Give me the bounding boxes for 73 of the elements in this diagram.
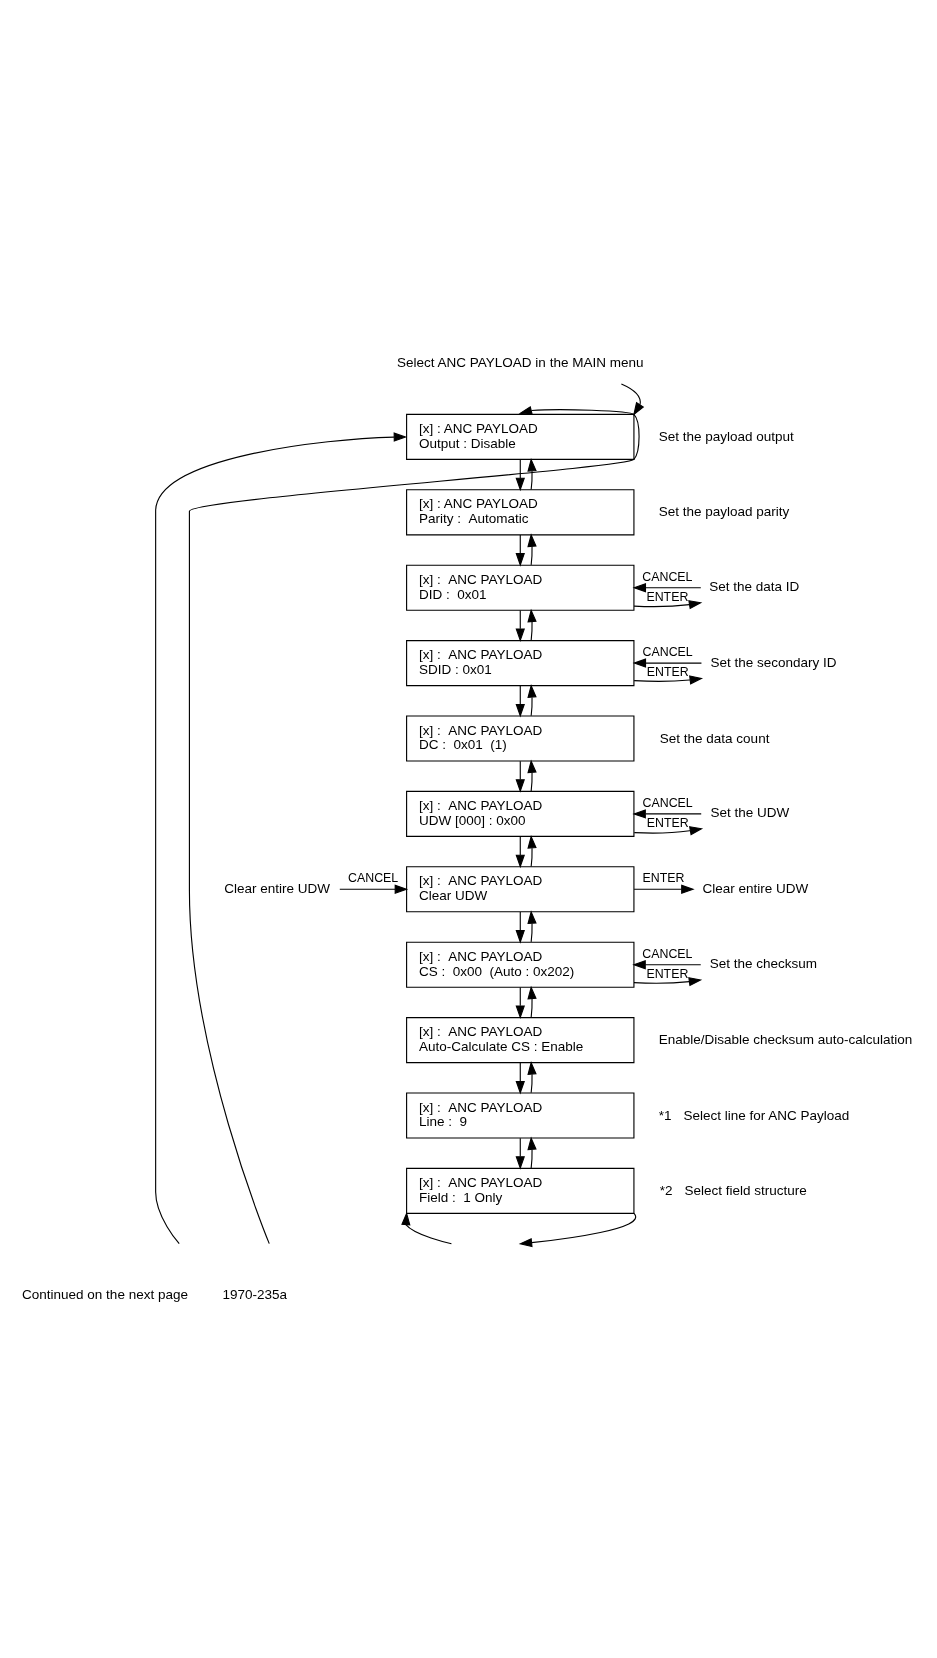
node-box: [x] : ANC PAYLOAD Auto-Calculate CS : Enable	[406, 1016, 635, 1063]
edge-label: CANCEL	[642, 569, 693, 584]
node-box: [x] : ANC PAYLOAD Line : 9	[406, 1091, 635, 1139]
node-text: Select ANC PAYLOAD in the MAIN menu	[397, 354, 644, 370]
node-label: Select line for ANC Payload	[683, 1107, 850, 1123]
node-text: Set the data ID	[709, 578, 800, 594]
arrow	[527, 457, 537, 490]
edge-label: ENTER	[646, 664, 689, 679]
arrow	[515, 1137, 525, 1170]
arrow	[633, 825, 704, 835]
arrow	[339, 884, 409, 894]
arrow	[515, 760, 525, 793]
label: 1970-235a	[222, 1286, 287, 1302]
arrow	[527, 532, 537, 565]
node-label: Set the data count	[659, 730, 770, 746]
node-text: Clear entire UDW	[224, 880, 331, 896]
edge-label: CANCEL	[642, 946, 693, 961]
arrow	[633, 599, 703, 609]
arrow	[518, 1212, 637, 1247]
arrow	[515, 986, 525, 1019]
arrow	[632, 582, 702, 592]
arrow	[515, 1061, 525, 1094]
node-label: *1	[658, 1107, 672, 1123]
edge-label: ENTER	[646, 966, 689, 981]
arrow	[620, 383, 645, 416]
edge-label: ENTER	[646, 589, 689, 604]
arrow	[527, 683, 537, 716]
arrow	[515, 835, 525, 868]
label: Continued on the next page	[22, 1286, 188, 1302]
arrow	[515, 910, 525, 944]
arrow	[515, 684, 525, 717]
node-box: [x] : ANC PAYLOAD Field : 1 Only	[406, 1167, 635, 1214]
arrow	[527, 909, 537, 942]
arrow	[515, 458, 525, 491]
arrow	[632, 657, 702, 668]
node-box: [x] : ANC PAYLOAD SDID : 0x01	[406, 639, 635, 686]
arrow	[527, 1135, 537, 1169]
arrow	[527, 985, 537, 1018]
arrow	[527, 834, 537, 867]
arrow	[401, 1211, 452, 1244]
arrow	[633, 976, 703, 986]
arrow	[633, 674, 704, 685]
node-label: Select field structure	[684, 1182, 807, 1198]
arrow	[155, 431, 408, 1244]
node-box: [x] : ANC PAYLOAD Clear UDW	[406, 865, 635, 912]
edge-label: CANCEL	[642, 644, 693, 659]
node-label: Set the payload output	[658, 428, 794, 444]
arrow	[527, 758, 537, 792]
node-label: Set the payload parity	[658, 503, 790, 519]
node-label: *2	[659, 1182, 673, 1198]
node-text: Clear entire UDW	[702, 880, 809, 896]
node-box: [x] : ANC PAYLOAD CS : 0x00 (Auto : 0x202)	[406, 941, 635, 988]
arrow	[527, 1060, 537, 1093]
arrow	[188, 405, 640, 1244]
arrow	[633, 884, 695, 894]
edge-label: ENTER	[642, 870, 685, 885]
node-box: [x] : ANC PAYLOAD UDW [000] : 0x00	[406, 790, 635, 837]
node-box: [x] : ANC PAYLOAD DC : 0x01 (1)	[406, 714, 635, 762]
node-box: [x] : ANC PAYLOAD DID : 0x01	[406, 564, 635, 611]
edge-label: CANCEL	[642, 795, 693, 810]
arrow	[515, 533, 525, 567]
node-box: [x] : ANC PAYLOAD Parity : Automatic	[406, 488, 635, 535]
edge-label: ENTER	[646, 815, 689, 830]
arrow	[515, 609, 525, 642]
edge-label: CANCEL	[348, 870, 399, 885]
arrow	[632, 959, 702, 969]
node-text: Set the secondary ID	[710, 654, 837, 670]
node-box: [x] : ANC PAYLOAD Output : Disable	[406, 413, 635, 460]
node-text: Set the checksum	[709, 955, 817, 971]
arrow	[527, 608, 537, 641]
node-label: Enable/Disable checksum auto-calculation	[658, 1031, 913, 1047]
arrow	[632, 808, 702, 819]
node-text: Set the UDW	[710, 804, 790, 820]
